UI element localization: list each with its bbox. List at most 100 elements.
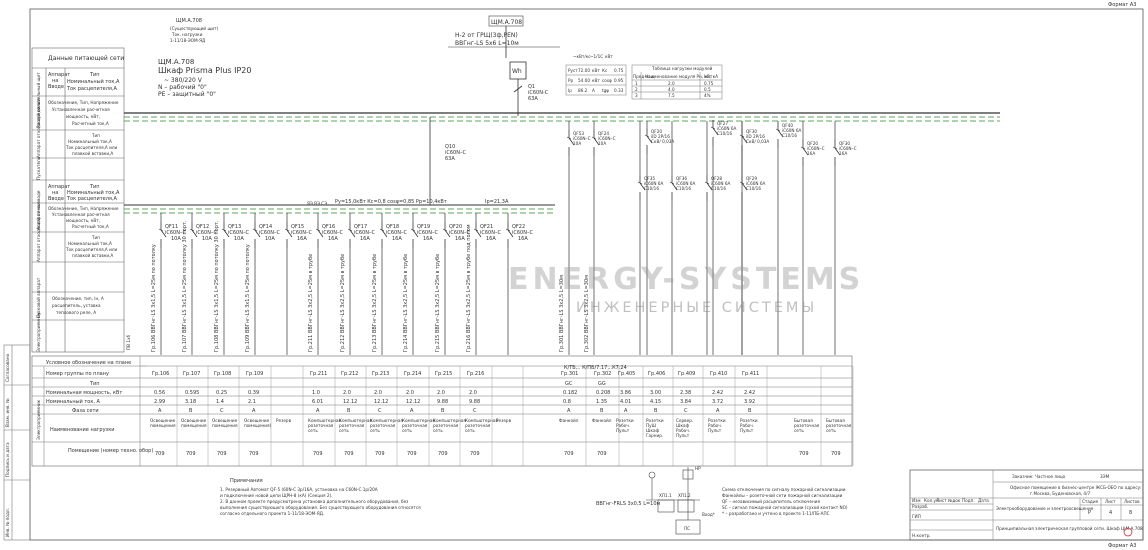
- breaker-rating: 16А: [455, 236, 465, 242]
- tb-stage: Р: [1088, 510, 1091, 516]
- device-row: плавкой вставки,А: [72, 151, 113, 156]
- coord-cell: 72.00: [578, 68, 590, 73]
- apparatus-param: Ток расцепителя,А: [66, 86, 117, 92]
- breaker-rating: С10/16: [676, 186, 691, 191]
- fire-note-line: Фанкойлы – розеточной сети пожарной сигн…: [722, 493, 843, 498]
- breaker-id: QF27: [717, 121, 728, 126]
- cell-power: 2.42: [712, 390, 723, 396]
- title-block: Заказчик: Частное лицо 3ЭМ Офисное помещ…: [909, 469, 1144, 541]
- note-line: 1. Резервный Автомат QF-5 (60N-C 3р/16А,…: [220, 487, 378, 492]
- cell-current: 9.88: [437, 399, 448, 405]
- cell-current: 6.01: [312, 399, 323, 405]
- feed-line: Н-2 от ГРЩ(3ф,PEN): [455, 32, 518, 39]
- coord-cell: 0.95: [614, 78, 624, 83]
- source-ref-line: 1-11/18-ЭОМ-ЯД: [170, 38, 206, 43]
- breaker-type: iC60N–C: [573, 136, 591, 141]
- relay-head: Наименование модуля Рн, кВт: [645, 74, 713, 79]
- cable-label: Гр.214 ВВГнг-LS 3х2,5 L=25м в трубе: [403, 254, 409, 352]
- cell-group: Гр.109: [246, 371, 263, 377]
- tb-role: ГИП: [912, 514, 921, 519]
- coord-cell: А: [592, 88, 595, 93]
- meter-label: Wh: [512, 68, 522, 75]
- fire-tag: ХП1.1: [659, 493, 672, 498]
- breaker-id: QF24: [598, 131, 609, 136]
- cable-label: Гр.302 ВВГнг-LS 3х2,5 L=30м: [584, 275, 590, 352]
- mark-row: расцепитель, уставка: [52, 303, 101, 308]
- breaker-type: iC60N–C: [354, 230, 375, 236]
- breaker-id: QF16: [322, 224, 335, 230]
- breaker-id: QF11: [165, 224, 178, 230]
- cell-current: 4.01: [620, 399, 631, 405]
- breaker-rating: С10/16: [717, 131, 732, 136]
- cell-power: 2.0: [469, 390, 477, 396]
- note-line: 2. В данном проекте предусмотрена устано…: [220, 499, 408, 504]
- coord-cell: кВт: [592, 78, 600, 83]
- cell-room: 709: [407, 451, 417, 457]
- tb-object: Офисное помещение в бизнес-центре ЖСБ-ОЕ…: [1010, 485, 1142, 490]
- cell-power: 2.42: [744, 390, 755, 396]
- cell-room: 709: [186, 451, 196, 457]
- relay-cell: 2.0: [668, 81, 675, 86]
- apparatus-param: Тип: [89, 72, 100, 78]
- fire-tag: ПС: [684, 526, 690, 531]
- source-ref-code: ЩМ.А.708: [176, 18, 202, 24]
- cell-room: 709: [564, 451, 574, 457]
- coord-head: ~1/1С: [590, 54, 603, 59]
- cable-label: Гр.109 ВВГнг-LS 3х1,5 L=25м по потолку: [245, 244, 251, 352]
- cell-power: 2.38: [680, 390, 691, 396]
- tb-col-head: №док: [948, 498, 961, 503]
- note-line: и подключение новой цепи ЩРН-8 (кА) (Сек…: [220, 493, 332, 498]
- source-ref: ЩМ.А.708 (Существующий щит) Ток. нагрузк…: [170, 18, 219, 43]
- breaker-type: iC60N–C: [228, 230, 249, 236]
- breaker-id: QF53: [573, 131, 584, 136]
- cell-current: 2.1: [248, 399, 256, 405]
- designation-row: Расчетный ток,А: [72, 121, 109, 126]
- branch-breakers: QF11iC60N–C10АQF12iC60N–C10АQF13iC60N–C1…: [158, 213, 533, 355]
- breaker-type: iC60N–C: [839, 146, 857, 151]
- cell-name: Резерв: [496, 418, 512, 423]
- note-line: согласно отдельного проекта 1-11/18-ЭОМ-…: [220, 511, 324, 516]
- breaker-id: QF20: [449, 224, 462, 230]
- cell-power: 0.39: [248, 390, 259, 396]
- group-calc: Ру=15,0кВт Кс=0,8 cosφ=0,85 Рр=10,4кВт: [335, 199, 447, 205]
- relay-cell: 4%: [704, 93, 711, 98]
- tb-col-head: Лист: [936, 498, 947, 503]
- cell-phase: B: [441, 408, 445, 414]
- mark-row: Обозначение, тип, Iн, А: [52, 296, 104, 301]
- fire-tag: Вход*: [702, 512, 715, 517]
- cell-group: Гр.411: [742, 371, 759, 377]
- device-row: Ток расцепителя,А или: [65, 247, 118, 252]
- cell-type: GG: [598, 381, 606, 387]
- load-table: Условное обозначение на плане Номер груп…: [31, 335, 854, 467]
- cell-room: 709: [438, 451, 448, 457]
- coord-cell: tgφ: [602, 88, 609, 93]
- cell-group: Гр.107: [183, 371, 200, 377]
- relay-cell: 4.0: [668, 87, 675, 92]
- cell-current: 1.4: [216, 399, 224, 405]
- relay-head: Пред-защ: [633, 74, 655, 79]
- q10-id: Q10: [445, 144, 455, 150]
- breaker-id: QF19: [417, 224, 430, 230]
- cell-phase: A: [158, 408, 162, 414]
- relay-cell: 0.75: [704, 81, 714, 86]
- cell-group: Гр.302: [594, 371, 611, 377]
- breaker-rating: 10А: [171, 236, 181, 242]
- breaker-rating: 16А: [360, 236, 370, 242]
- rot-label: Распределительный щит: [36, 72, 41, 128]
- breaker-id: QF28: [711, 176, 722, 181]
- cell-power: 0.56: [154, 390, 165, 396]
- cell-name: Резерв: [276, 418, 292, 423]
- breaker-rating: С10/16: [782, 133, 797, 138]
- cell-room: 709: [155, 451, 165, 457]
- tb-stage-head: Листов: [1124, 499, 1140, 504]
- coord-cell: 0.33: [614, 88, 624, 93]
- cell-phase: C: [220, 408, 224, 414]
- stamp-text: Взам. инв. №: [5, 398, 10, 427]
- cell-current: 3.72: [712, 399, 723, 405]
- breaker-id: QF29: [746, 176, 757, 181]
- board-pe: PE – защитный "0": [158, 91, 216, 98]
